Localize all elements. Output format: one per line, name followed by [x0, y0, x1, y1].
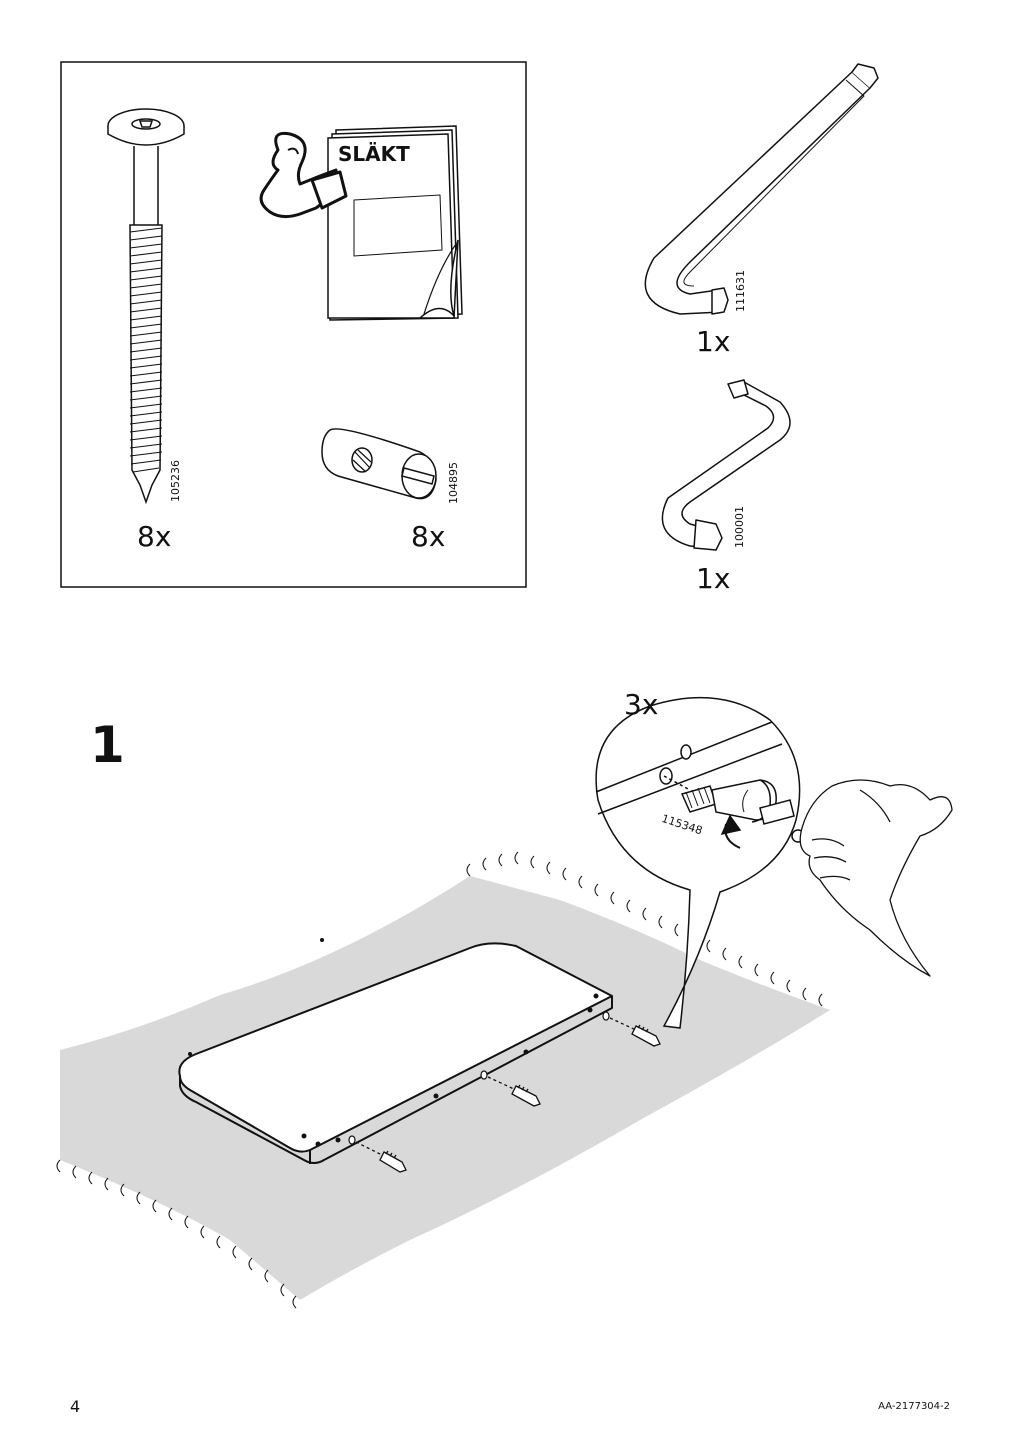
dowel-screw-icon [355, 1141, 407, 1173]
rug [56, 851, 830, 1309]
screw-part-number: 105236 [169, 460, 182, 502]
fittings-box [60, 61, 527, 588]
hex-key-large-part-number: 111631 [734, 270, 747, 312]
hex-key-large-quantity: 1x [696, 325, 731, 358]
booklet-title: SLÄKT [338, 142, 410, 166]
document-code: AA-2177304-2 [878, 1401, 950, 1412]
detail-quantity: 3x [624, 688, 659, 721]
hex-key-icon [661, 379, 791, 551]
hand-illustration [799, 779, 953, 977]
hex-key-small-quantity: 1x [696, 562, 731, 595]
hex-key-icon [644, 63, 879, 315]
board-panel [178, 938, 613, 1164]
detail-callout [595, 696, 805, 1029]
barrel-nut-part-number: 104895 [447, 462, 460, 504]
long-screw-icon [107, 108, 185, 505]
hex-key-small-part-number: 100001 [733, 506, 746, 548]
dowel-screw-icon [487, 1076, 541, 1107]
screw-quantity: 8x [137, 520, 172, 553]
step-number: 1 [90, 716, 125, 774]
reading-figure-icon [259, 131, 348, 219]
dowel-screw-icon [609, 1017, 661, 1047]
barrel-nut-quantity: 8x [411, 520, 446, 553]
page-number: 4 [70, 1397, 81, 1416]
barrel-nut-icon [321, 428, 437, 500]
instruction-booklet-icon [327, 125, 463, 321]
